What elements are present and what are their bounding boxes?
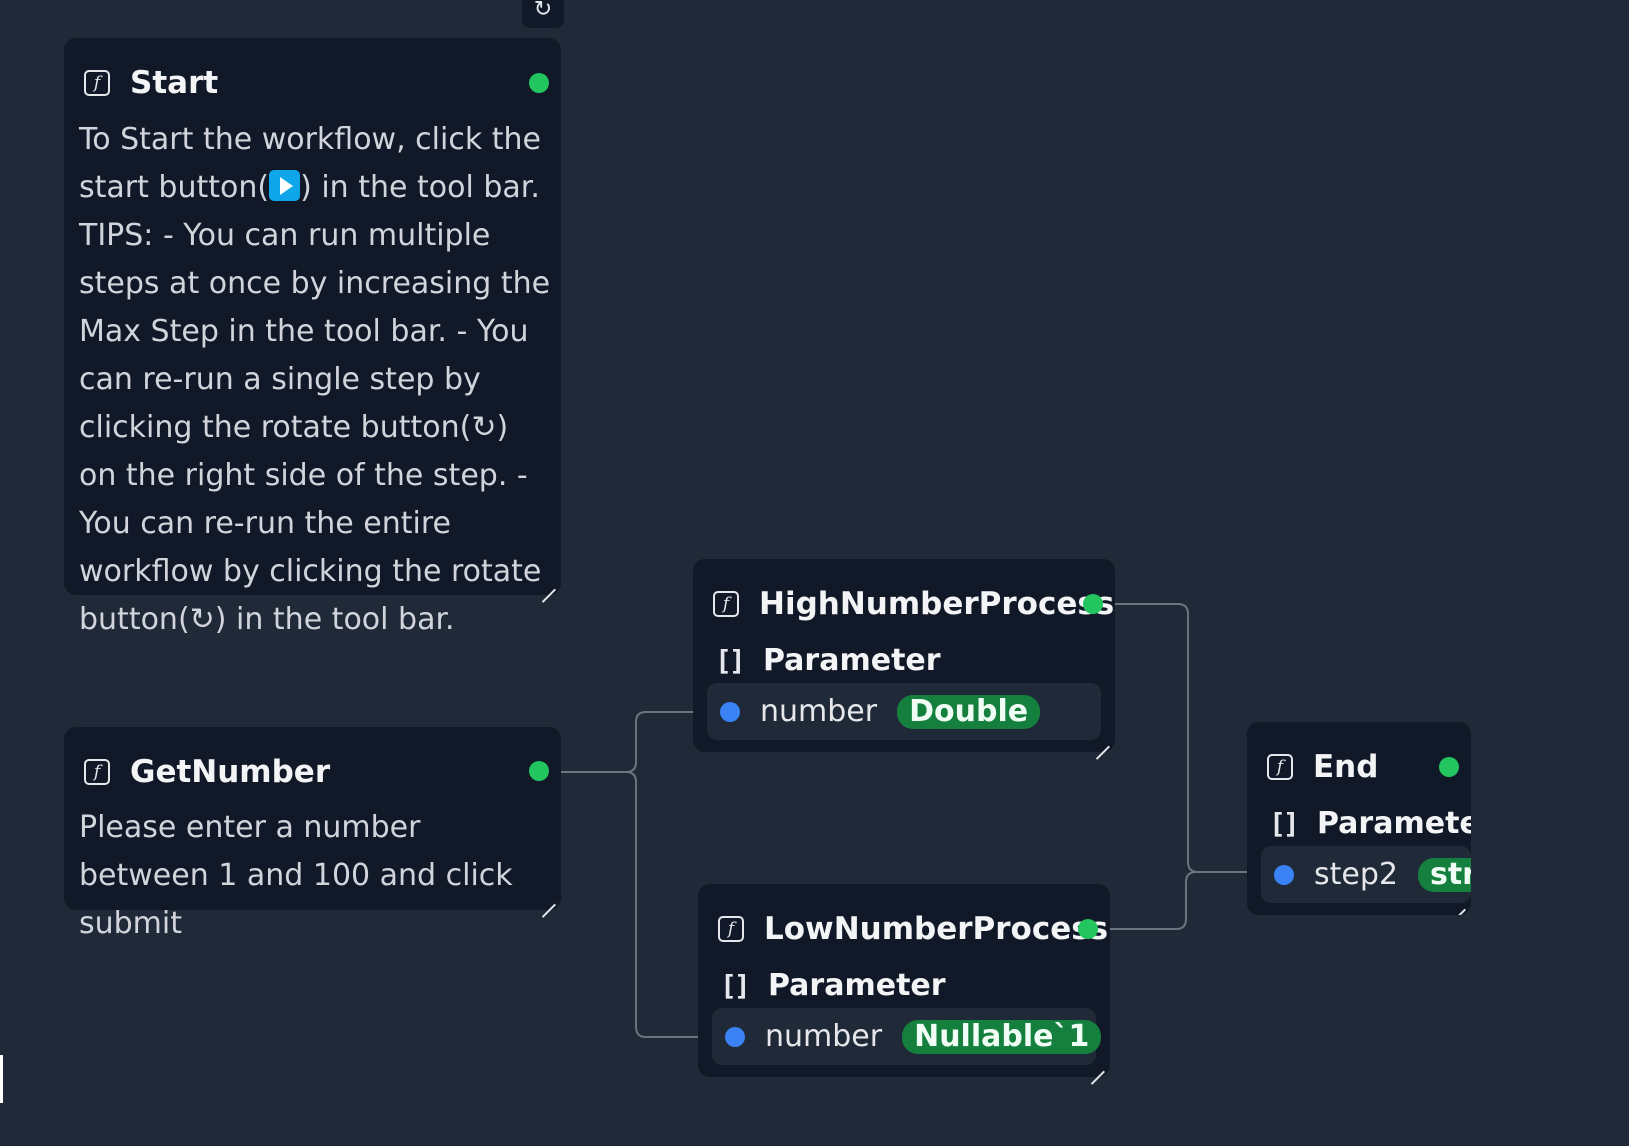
resize-handle[interactable] — [1091, 1058, 1105, 1072]
input-name: step2 — [1314, 857, 1398, 892]
parameter-label: Parameter — [763, 642, 941, 678]
node-high-header: f HighNumberProcess — [713, 581, 1114, 627]
node-low-header: f LowNumberProcess — [718, 906, 1108, 952]
type-badge: Nullable`1 — [902, 1019, 1102, 1054]
type-badge: str — [1417, 857, 1471, 892]
resize-handle[interactable] — [542, 576, 556, 590]
left-edge-marker — [0, 1055, 3, 1103]
status-dot — [529, 73, 549, 93]
rerun-workflow-button[interactable]: ↻ — [522, 0, 564, 28]
parameter-label: Parameter — [768, 967, 946, 1003]
input-name: number — [765, 1019, 883, 1054]
status-dot[interactable] — [1083, 594, 1103, 614]
node-title: End — [1313, 749, 1379, 785]
description-part-2: ) in the tool bar. TIPS: - You can run m… — [79, 170, 551, 637]
node-getnumber[interactable]: f GetNumber Please enter a number betwee… — [64, 727, 561, 941]
edge-low-to-end — [1109, 871, 1272, 930]
input-number[interactable]: number Nullable`1 — [712, 1008, 1102, 1065]
description-part-1: To Start the workflow, click the start b… — [79, 122, 541, 205]
input-step2[interactable]: step2 str — [1261, 846, 1471, 903]
input-port[interactable] — [720, 701, 740, 722]
function-icon: f — [718, 916, 744, 942]
brackets-icon: [] — [1269, 806, 1300, 840]
parameter-header: [] Parameter — [720, 964, 946, 1006]
node-start-header: f Start — [84, 60, 549, 106]
input-port[interactable] — [725, 1026, 745, 1047]
function-icon: f — [713, 591, 739, 617]
resize-handle[interactable] — [1096, 733, 1110, 747]
input-number[interactable]: number Double — [707, 683, 1101, 740]
node-lownumberprocess[interactable]: f LowNumberProcess [] Parameter number N… — [698, 884, 1110, 1077]
input-name: number — [760, 694, 878, 729]
node-title: Start — [130, 65, 219, 101]
resize-handle[interactable] — [1452, 896, 1466, 910]
node-description: Please enter a number between 1 and 100 … — [79, 810, 513, 941]
type-badge: Double — [897, 694, 1041, 729]
function-icon: f — [84, 759, 110, 785]
parameter-header: [] Parameter — [1269, 802, 1471, 844]
node-title: GetNumber — [130, 754, 331, 790]
node-start[interactable]: f Start To Start the workflow, click the… — [64, 38, 561, 637]
node-title: HighNumberProcess — [759, 586, 1115, 622]
status-dot[interactable] — [1078, 919, 1098, 939]
brackets-icon: [] — [720, 968, 751, 1002]
brackets-icon: [] — [715, 643, 746, 677]
status-dot[interactable] — [1439, 757, 1459, 777]
edge-getnumber-to-low — [625, 771, 724, 1038]
edge-getnumber-to-high — [561, 711, 720, 773]
node-description: To Start the workflow, click the start b… — [79, 116, 554, 644]
input-port[interactable] — [1274, 864, 1294, 885]
node-end-header: f End — [1267, 744, 1459, 790]
parameter-header: [] Parameter — [715, 639, 941, 681]
node-title: LowNumberProcess — [764, 911, 1109, 947]
status-dot[interactable] — [529, 761, 549, 781]
function-icon: f — [1267, 754, 1293, 780]
function-icon: f — [84, 70, 110, 96]
node-highnumberprocess[interactable]: f HighNumberProcess [] Parameter number … — [693, 559, 1115, 752]
rotate-icon: ↻ — [533, 0, 553, 22]
play-icon — [269, 170, 301, 201]
parameter-label: Parameter — [1317, 805, 1471, 841]
node-getnumber-header: f GetNumber — [84, 749, 549, 795]
node-end[interactable]: f End [] Parameter step2 str — [1247, 722, 1471, 915]
resize-handle[interactable] — [542, 891, 556, 905]
